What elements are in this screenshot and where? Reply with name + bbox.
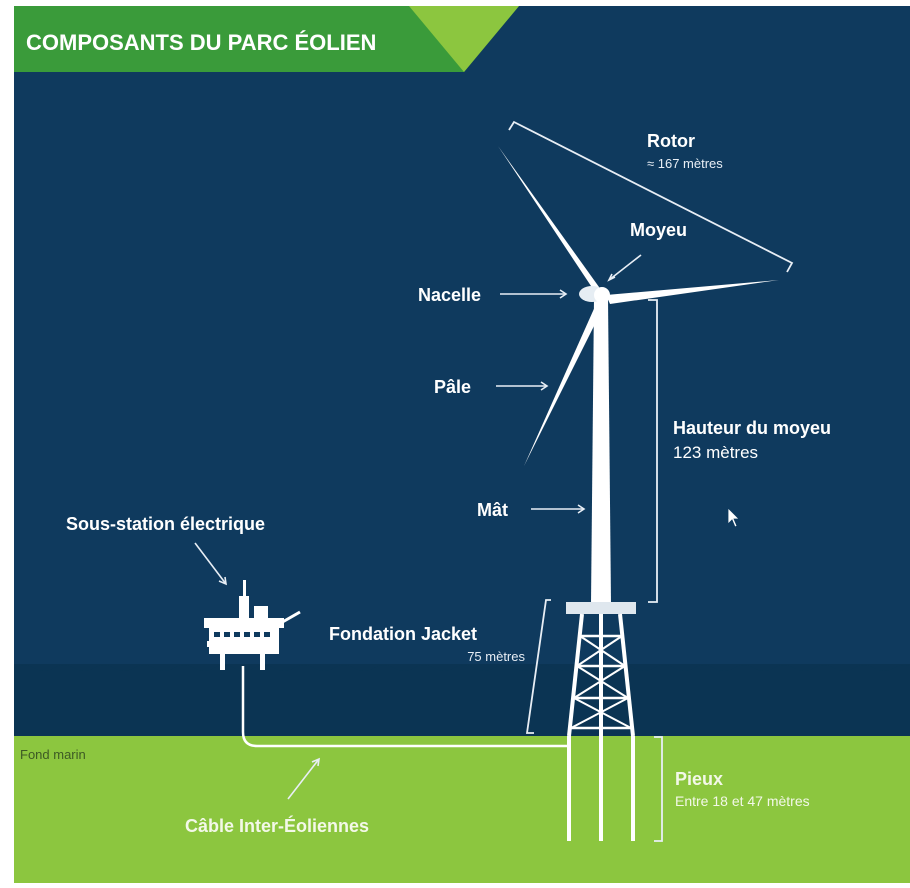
mast-label: Mât bbox=[477, 500, 508, 520]
hub-height-label: Hauteur du moyeu bbox=[673, 418, 831, 438]
piles-value: Entre 18 et 47 mètres bbox=[675, 793, 810, 809]
turbine-blade-lower bbox=[524, 302, 604, 466]
foundation-bracket bbox=[525, 599, 551, 734]
seabed-label: Fond marin bbox=[20, 747, 86, 762]
seabed bbox=[14, 736, 910, 883]
title-banner-accent bbox=[409, 6, 519, 72]
blade-label: Pâle bbox=[434, 377, 471, 397]
piles-bracket bbox=[654, 736, 663, 842]
piles-label: Pieux bbox=[675, 769, 723, 789]
turbine-hub bbox=[594, 287, 610, 303]
rotor-bracket bbox=[508, 120, 794, 273]
sky-background bbox=[14, 6, 910, 671]
foundation-label: Fondation Jacket bbox=[329, 624, 477, 644]
inter-turbine-cable bbox=[241, 666, 570, 748]
title-banner bbox=[14, 6, 519, 72]
page-title: COMPOSANTS DU PARC ÉOLIEN bbox=[26, 30, 376, 55]
jacket-foundation bbox=[567, 613, 635, 737]
turbine-mast bbox=[591, 298, 611, 604]
label-arrows bbox=[194, 254, 642, 800]
electrical-substation bbox=[204, 580, 301, 670]
rotor-label: Rotor bbox=[647, 131, 695, 151]
cable-label: Câble Inter-Éoliennes bbox=[185, 815, 369, 836]
hub-height-value: 123 mètres bbox=[673, 443, 758, 462]
turbine-blade-upper bbox=[498, 146, 604, 297]
mouse-cursor-icon bbox=[727, 507, 740, 528]
wind-farm-diagram: COMPOSANTS DU PARC ÉOLIEN bbox=[14, 6, 910, 883]
rotor-size: ≈ 167 mètres bbox=[647, 156, 723, 171]
substation-label: Sous-station électrique bbox=[66, 514, 265, 534]
foundation-piles bbox=[567, 736, 635, 841]
foundation-value: 75 mètres bbox=[467, 649, 525, 664]
hub-label: Moyeu bbox=[630, 220, 687, 240]
substation-windows bbox=[214, 632, 270, 637]
turbine-blade-right bbox=[606, 280, 779, 304]
nacelle-label: Nacelle bbox=[418, 285, 481, 305]
hub-height-bracket bbox=[648, 299, 658, 603]
sea-waves bbox=[14, 665, 910, 676]
transition-piece bbox=[566, 602, 636, 614]
